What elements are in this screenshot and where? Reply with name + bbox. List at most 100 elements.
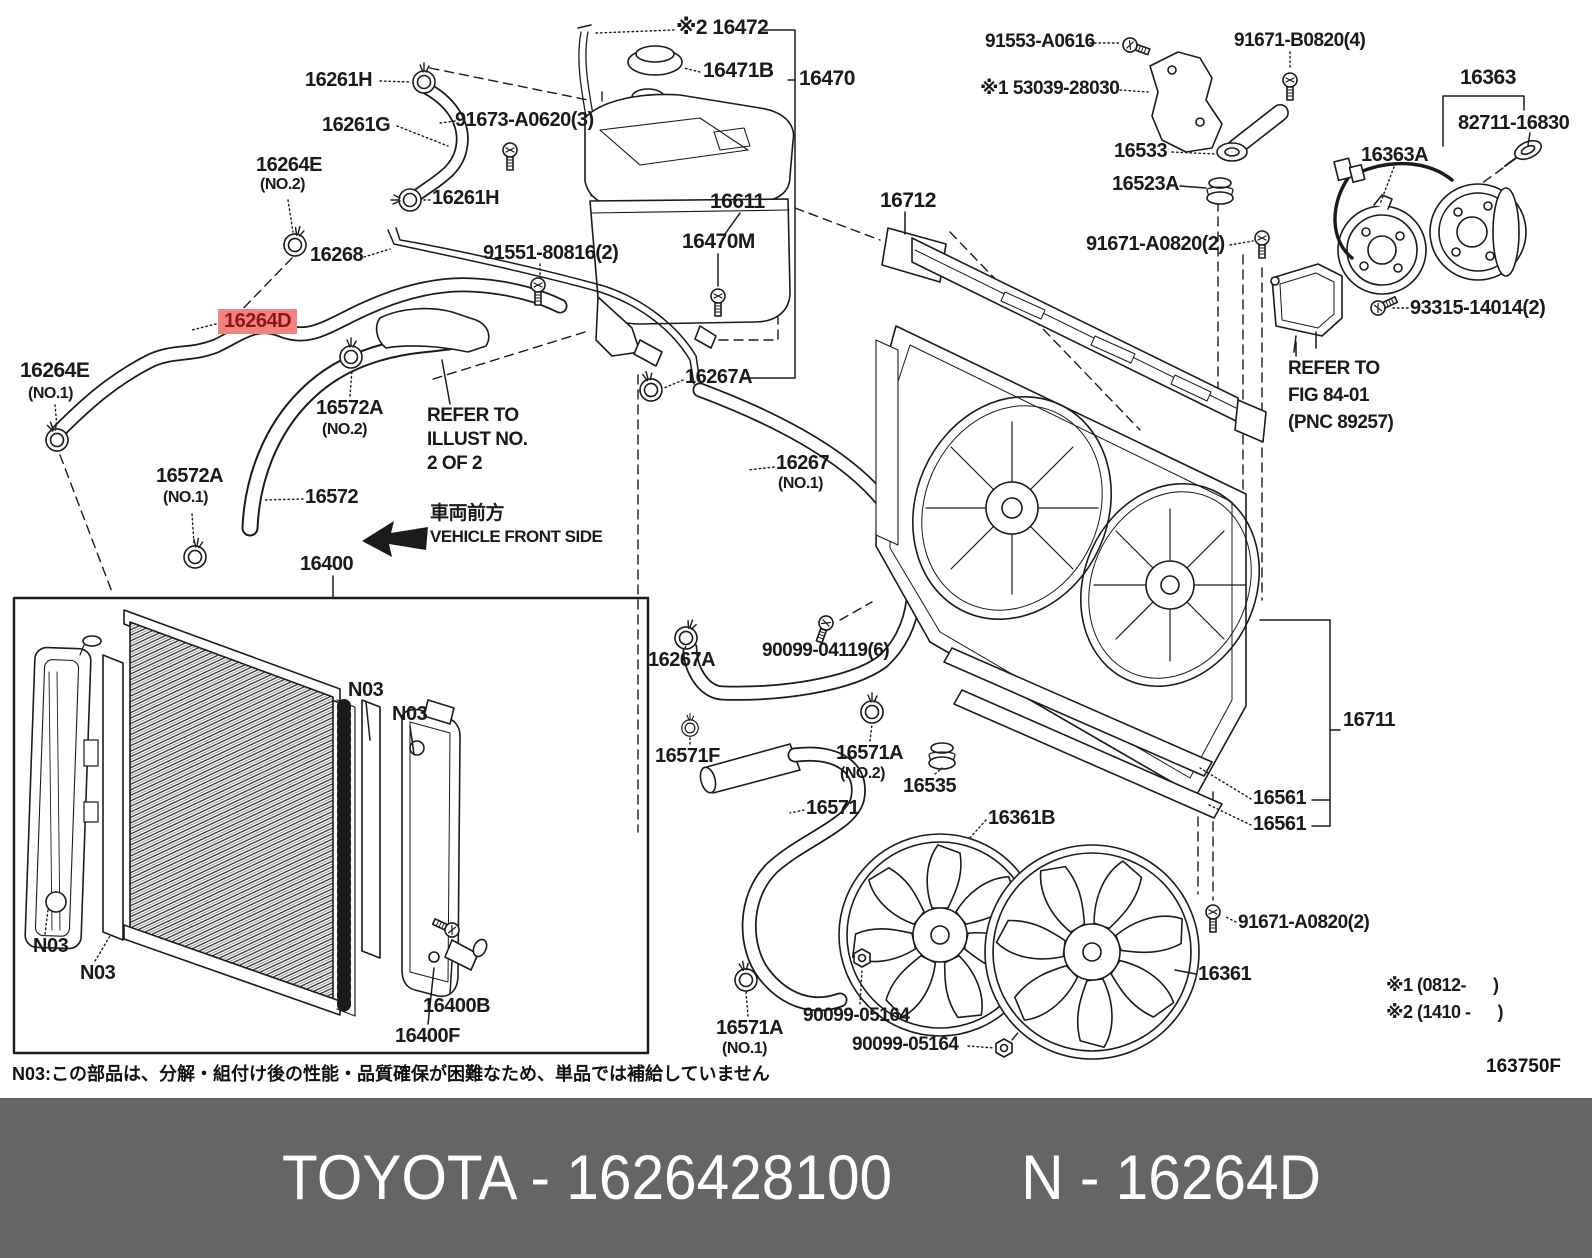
label-16572a-no2-sub: (NO.2) — [322, 421, 368, 438]
label-16571a-no2-sub: (NO.2) — [840, 765, 886, 782]
label-16611: 16611 — [710, 190, 765, 213]
cooling-fans — [838, 833, 1200, 1060]
screw-91673 — [502, 142, 518, 171]
motor-16363a — [1337, 194, 1427, 295]
label-16561-1: 16561 — [1253, 787, 1307, 809]
bolt-93315 — [1367, 292, 1400, 319]
label-16471b: 16471B — [703, 59, 774, 82]
label-n03-d: N03 — [80, 962, 116, 984]
clamp-16571a-no2 — [860, 692, 884, 724]
grommet-16523a — [1206, 177, 1234, 205]
radiator-core — [123, 609, 356, 1017]
label-16261h-2: 16261H — [432, 187, 500, 209]
motor-16363 — [1429, 183, 1527, 281]
label-93315-14014: 93315-14014(2) — [1410, 297, 1546, 319]
label-16261h-1: 16261H — [305, 69, 373, 91]
label-16472: ※2 16472 — [676, 16, 769, 39]
clip-82711 — [1504, 139, 1542, 167]
nut-90099-05164-1 — [853, 948, 871, 968]
label-16535: 16535 — [903, 775, 957, 797]
motor-harness — [1333, 157, 1454, 260]
label-16571f: 16571F — [655, 745, 720, 767]
label-16267a-2: 16267A — [648, 649, 716, 671]
label-n03-a: N03 — [348, 679, 384, 701]
hose-16267 — [682, 382, 922, 701]
label-16400f: 16400F — [395, 1025, 460, 1047]
label-16571a-no1-sub: (NO.1) — [722, 1040, 768, 1057]
fan-16361 — [984, 844, 1200, 1060]
clamp-16267a-bottom — [671, 615, 704, 653]
label-16267a-1: 16267A — [685, 366, 753, 388]
label-16261g: 16261G — [322, 114, 391, 136]
filler-pipe-16268 — [387, 227, 701, 385]
label-91671-b0820: 91671-B0820(4) — [1234, 30, 1366, 51]
bolt-91671a-bottom — [1205, 904, 1221, 933]
label-16264d: 16264D — [218, 309, 298, 334]
label-refer-illust-line3: 2 OF 2 — [427, 453, 483, 474]
label-16711: 16711 — [1343, 709, 1396, 731]
nut-90099-05164-2 — [995, 1038, 1013, 1058]
label-16561-2: 16561 — [1253, 813, 1307, 835]
label-16533: 16533 — [1114, 140, 1168, 162]
brackets — [1149, 51, 1343, 353]
label-16361: 16361 — [1198, 963, 1252, 985]
clamp-16261h-1 — [412, 62, 436, 94]
label-16361b: 16361B — [988, 807, 1056, 829]
grommet-16535 — [928, 742, 956, 770]
radiator-left-tank — [24, 635, 102, 950]
note-line: N03:この部品は、分解・組付け後の性能・品質確保が困難なため、単品では補給して… — [12, 1064, 770, 1084]
label-16572a-no2: 16572A — [316, 397, 384, 419]
clamp-16571f — [681, 713, 699, 737]
footer-bar: TOYOTA - 1626428100 N - 16264D — [0, 1098, 1592, 1258]
label-16470: 16470 — [799, 67, 855, 90]
hose-16571 — [741, 746, 866, 1012]
footer-part-code: N - 16264D — [1021, 1143, 1322, 1213]
label-16363a: 16363A — [1361, 144, 1429, 166]
shroud-opening-right — [1079, 482, 1261, 688]
vehicle-front-arrow — [362, 521, 428, 557]
label-16400b: 16400B — [423, 995, 491, 1017]
plate-53039 — [1149, 51, 1223, 153]
radiator-assembly — [12, 596, 650, 1055]
label-91551-80816: 91551-80816(2) — [483, 242, 619, 264]
radiator-right-tank — [401, 699, 488, 998]
label-note2: ※2 (1410 - ) — [1386, 1002, 1504, 1022]
label-16572a-no1: 16572A — [156, 465, 224, 487]
label-n03-b: N03 — [392, 703, 428, 725]
label-16264e-no2: 16264E — [256, 154, 322, 176]
label-90099-04119: 90099-04119(6) — [762, 640, 890, 661]
radiator-gasket-right — [361, 699, 381, 959]
hoses — [50, 78, 922, 1012]
label-16268: 16268 — [310, 244, 364, 266]
label-16363: 16363 — [1460, 66, 1516, 89]
label-16572a-no1-sub: (NO.1) — [163, 489, 209, 506]
label-16267-sub: (NO.1) — [778, 475, 824, 492]
fan-shroud — [875, 325, 1261, 819]
label-16571a-no2: 16571A — [836, 742, 904, 764]
label-refer-illust-line2: ILLUST NO. — [427, 429, 528, 450]
label-16264e-no1: 16264E — [20, 359, 90, 382]
shroud-seals-16561 — [943, 647, 1223, 819]
label-91553-a0616: 91553-A0616 — [985, 31, 1095, 52]
label-91673-a0620: 91673-A0620(3) — [455, 109, 594, 131]
label-16571: 16571 — [806, 797, 860, 819]
clamp-16572a-no2 — [339, 337, 363, 369]
label-n03-c: N03 — [33, 935, 69, 957]
footer-part-number: TOYOTA - 1626428100 — [282, 1143, 893, 1213]
label-53039: ※1 53039-28030 — [980, 78, 1120, 99]
doc-code: 163750F — [1486, 1056, 1562, 1077]
label-82711-16830: 82711-16830 — [1458, 112, 1570, 134]
label-91671-a0820-top: 91671-A0820(2) — [1086, 233, 1225, 255]
label-16470m: 16470M — [682, 230, 755, 253]
label-refer-fig-line3: (PNC 89257) — [1288, 412, 1394, 433]
label-16523a: 16523A — [1112, 173, 1180, 195]
clamp-16267a-top — [634, 368, 666, 405]
label-refer-fig-line1: REFER TO — [1288, 358, 1380, 379]
hose-16261g — [409, 78, 469, 203]
radiator-gasket-left — [102, 654, 124, 941]
bracket-16533 — [1216, 103, 1289, 162]
label-16571a-no1: 16571A — [716, 1017, 784, 1039]
label-91671-a0820-bottom: 91671-A0820(2) — [1238, 912, 1370, 933]
